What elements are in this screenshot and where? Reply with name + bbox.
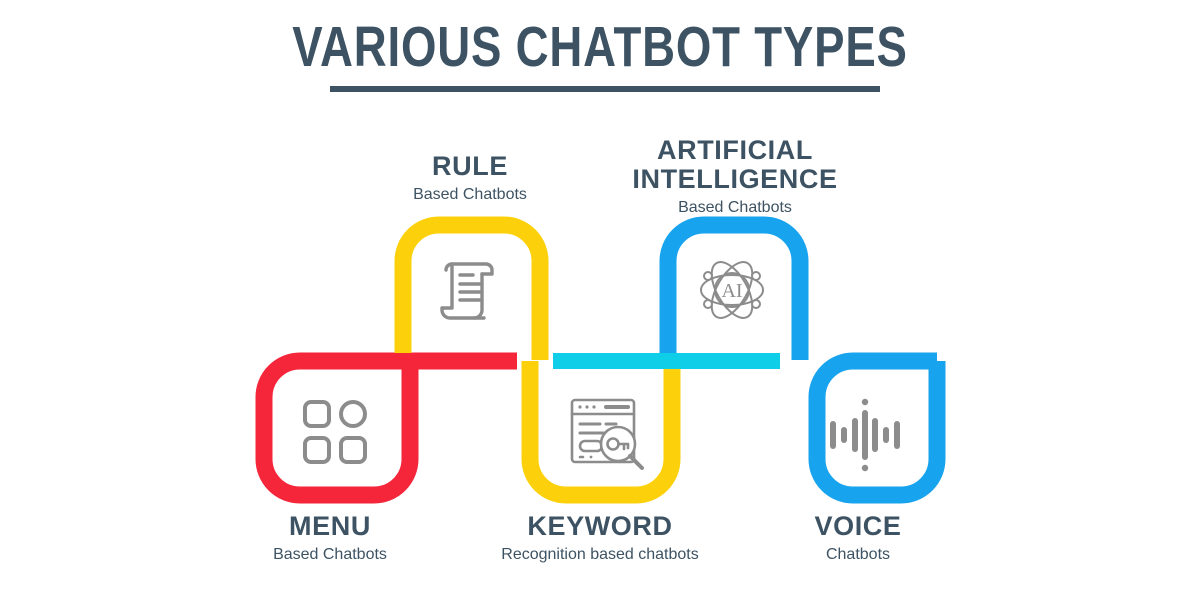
card-title-keyword: KEYWORD <box>527 511 673 541</box>
card-title-voice: VOICE <box>814 511 902 541</box>
card-shape-ai-voice[interactable] <box>659 216 946 504</box>
card-subtitle-ai: Based Chatbots <box>678 199 792 217</box>
card-title-rule: RULE <box>432 151 508 181</box>
card-caption-keyword: KEYWORD Recognition based chatbots <box>480 511 720 566</box>
card-shape-rule-keyword[interactable] <box>394 216 681 504</box>
card-subtitle-menu: Based Chatbots <box>273 546 387 564</box>
card-caption-menu: MENU Based Chatbots <box>210 511 450 566</box>
card-title-menu: MENU <box>289 511 371 541</box>
grid-menu-icon <box>299 396 371 473</box>
card-caption-rule: RULE Based Chatbots <box>350 151 590 206</box>
connector-keyword-to-ai <box>553 353 780 369</box>
card-caption-artificial-intelligence: ARTIFICIAL INTELLIGENCE Based Chatbots <box>615 135 855 219</box>
scroll-document-icon <box>428 248 510 335</box>
card-shape-menu[interactable] <box>255 352 517 504</box>
page-title-text: VARIOUS CHATBOT TYPES <box>292 15 908 79</box>
card-subtitle-voice: Chatbots <box>825 546 891 564</box>
voice-waveform-icon <box>826 398 904 477</box>
ai-atom-label: AI <box>721 280 742 302</box>
title-underline <box>330 86 880 92</box>
card-title-ai-line1: ARTIFICIAL <box>657 135 813 165</box>
card-title-ai-line2: INTELLIGENCE <box>632 164 838 195</box>
card-subtitle-rule: Based Chatbots <box>413 186 527 204</box>
keyword-search-icon <box>566 392 650 481</box>
ai-atom-icon: AI <box>692 250 772 335</box>
page-title: VARIOUS CHATBOT TYPES <box>0 15 1200 79</box>
card-caption-voice: VOICE Chatbots <box>738 511 978 566</box>
card-subtitle-keyword: Recognition based chatbots <box>501 546 699 564</box>
